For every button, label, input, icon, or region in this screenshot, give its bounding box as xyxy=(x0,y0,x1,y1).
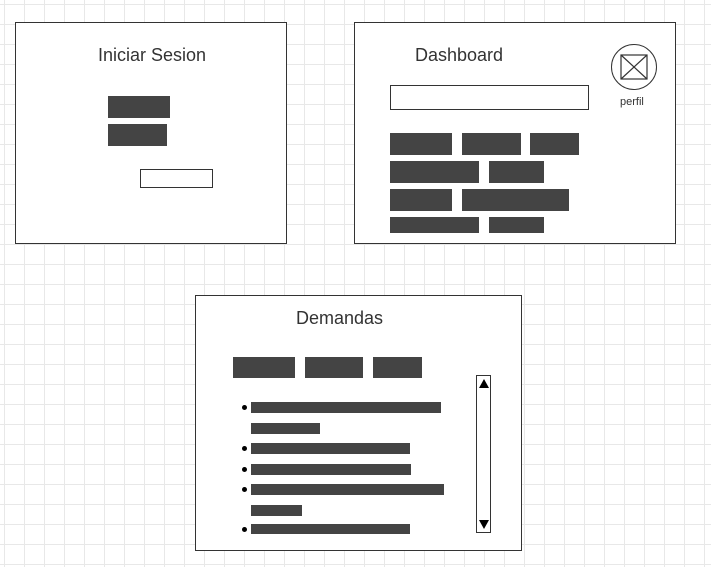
arrow-up-icon[interactable] xyxy=(479,379,489,388)
demandas-tab[interactable] xyxy=(305,357,363,378)
list-item[interactable] xyxy=(251,484,444,495)
dashboard-card[interactable] xyxy=(462,133,521,155)
list-item[interactable] xyxy=(251,464,411,475)
login-username-placeholder[interactable] xyxy=(108,96,170,118)
dashboard-card[interactable] xyxy=(462,189,569,211)
list-item-continuation[interactable] xyxy=(251,423,320,434)
list-bullet xyxy=(242,487,247,492)
login-submit-button[interactable] xyxy=(140,169,213,188)
arrow-down-icon[interactable] xyxy=(479,520,489,529)
dashboard-card[interactable] xyxy=(489,217,544,233)
list-bullet xyxy=(242,527,247,532)
demandas-frame: Demandas xyxy=(195,295,522,551)
dashboard-card[interactable] xyxy=(530,133,579,155)
list-bullet xyxy=(242,405,247,410)
login-frame: Iniciar Sesion xyxy=(15,22,287,244)
demandas-title: Demandas xyxy=(296,308,384,328)
dashboard-card[interactable] xyxy=(489,161,544,183)
list-item[interactable] xyxy=(251,443,410,454)
list-item[interactable] xyxy=(251,524,410,534)
dashboard-card[interactable] xyxy=(390,161,479,183)
image-placeholder-icon xyxy=(620,54,648,80)
demandas-tab[interactable] xyxy=(233,357,295,378)
dashboard-card[interactable] xyxy=(390,189,452,211)
profile-label: perfil xyxy=(620,96,644,108)
dashboard-card[interactable] xyxy=(390,133,452,155)
dashboard-title: Dashboard xyxy=(415,45,504,65)
list-item-continuation[interactable] xyxy=(251,505,302,516)
list-item[interactable] xyxy=(251,402,441,413)
login-password-placeholder[interactable] xyxy=(108,124,167,146)
demandas-tab[interactable] xyxy=(373,357,422,378)
list-bullet xyxy=(242,467,247,472)
login-title: Iniciar Sesion xyxy=(98,45,207,65)
profile-avatar[interactable] xyxy=(611,44,657,90)
dashboard-card[interactable] xyxy=(390,217,479,233)
dashboard-search-input[interactable] xyxy=(390,85,589,110)
dashboard-frame: Dashboard perfil xyxy=(354,22,676,244)
list-scrollbar[interactable] xyxy=(476,375,491,533)
list-bullet xyxy=(242,446,247,451)
